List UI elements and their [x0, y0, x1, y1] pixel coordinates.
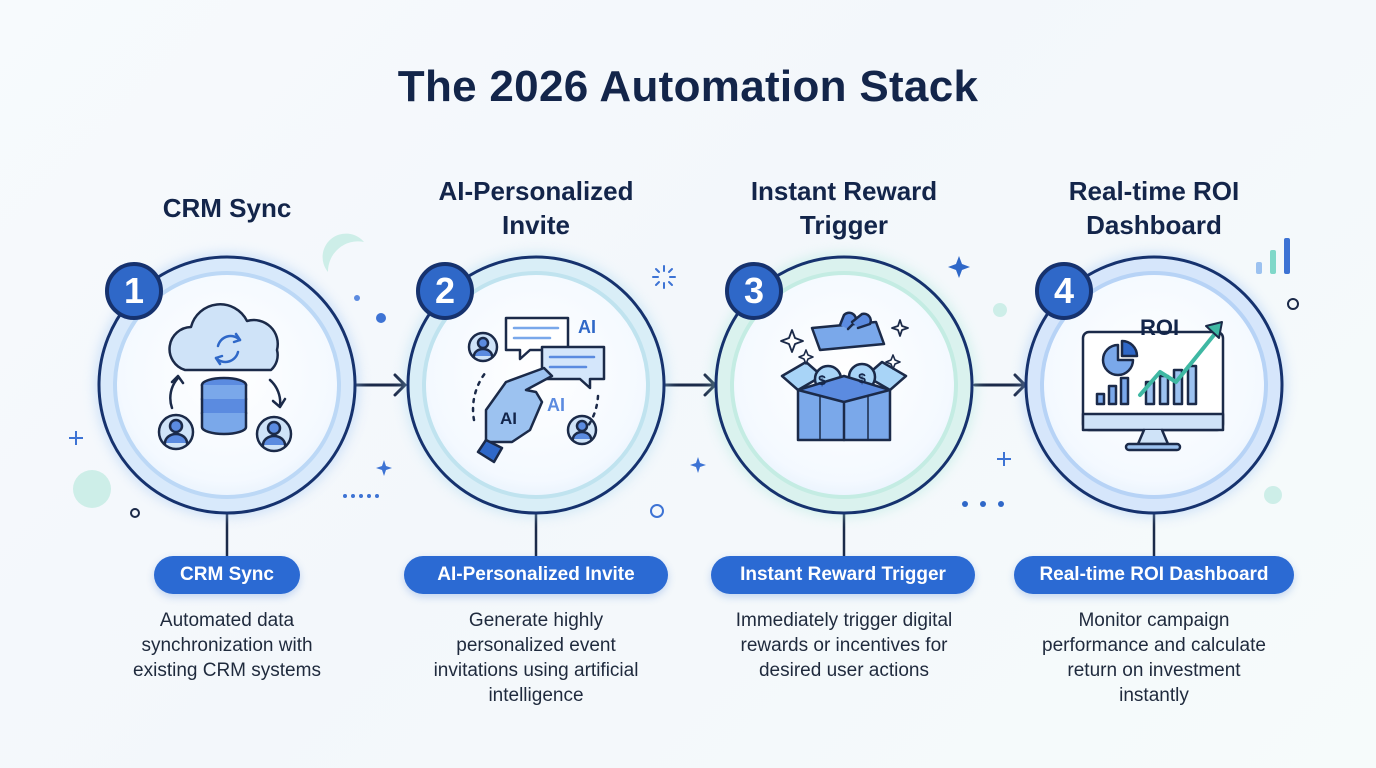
gift-box-coins-icon: [780, 311, 909, 442]
cloud-database-sync-icon: [157, 303, 293, 453]
step-1-heading: CRM Sync: [162, 193, 292, 223]
step-2-description: Generate highly personalized event invit…: [433, 610, 639, 706]
icon-ai-label: AI: [578, 317, 596, 337]
step-3-number-badge: 3: [725, 262, 783, 320]
step-4-label-pill: Real-time ROI Dashboard: [1014, 556, 1294, 594]
step-4-description: Monitor campaign performance and calcula…: [1042, 610, 1266, 706]
step-2-number-badge: 2: [416, 262, 474, 320]
step-1-label-pill: CRM Sync: [154, 556, 300, 594]
step-1-number-badge: 1: [105, 262, 163, 320]
step-1-description: Automated data synchronization with exis…: [133, 610, 321, 681]
coin-symbol: $: [858, 370, 866, 386]
coin-symbol: $: [818, 372, 826, 388]
step-3-description: Immediately trigger digital rewards or i…: [735, 610, 953, 681]
step-2-label-pill: AI-Personalized Invite: [404, 556, 668, 594]
step-4-heading: Real-time ROI Dashboard: [1068, 176, 1240, 240]
roi-label: ROI: [1140, 315, 1179, 340]
step-3-heading: Instant Reward Trigger: [750, 176, 938, 240]
robot-hand-chat-icon: [467, 316, 606, 464]
icon-ai-label: AI: [547, 395, 565, 415]
monitor-roi-chart-icon: [1081, 321, 1225, 452]
step-4-number-badge: 4: [1035, 262, 1093, 320]
bar-decoration-icon: [1256, 238, 1290, 274]
page-title: The 2026 Automation Stack: [397, 62, 979, 111]
step-2-heading: AI-Personalized Invite: [438, 176, 634, 240]
background-decorations: [69, 233, 1299, 518]
step-3-label-pill: Instant Reward Trigger: [711, 556, 975, 594]
icon-ai-label: AI: [500, 409, 517, 428]
